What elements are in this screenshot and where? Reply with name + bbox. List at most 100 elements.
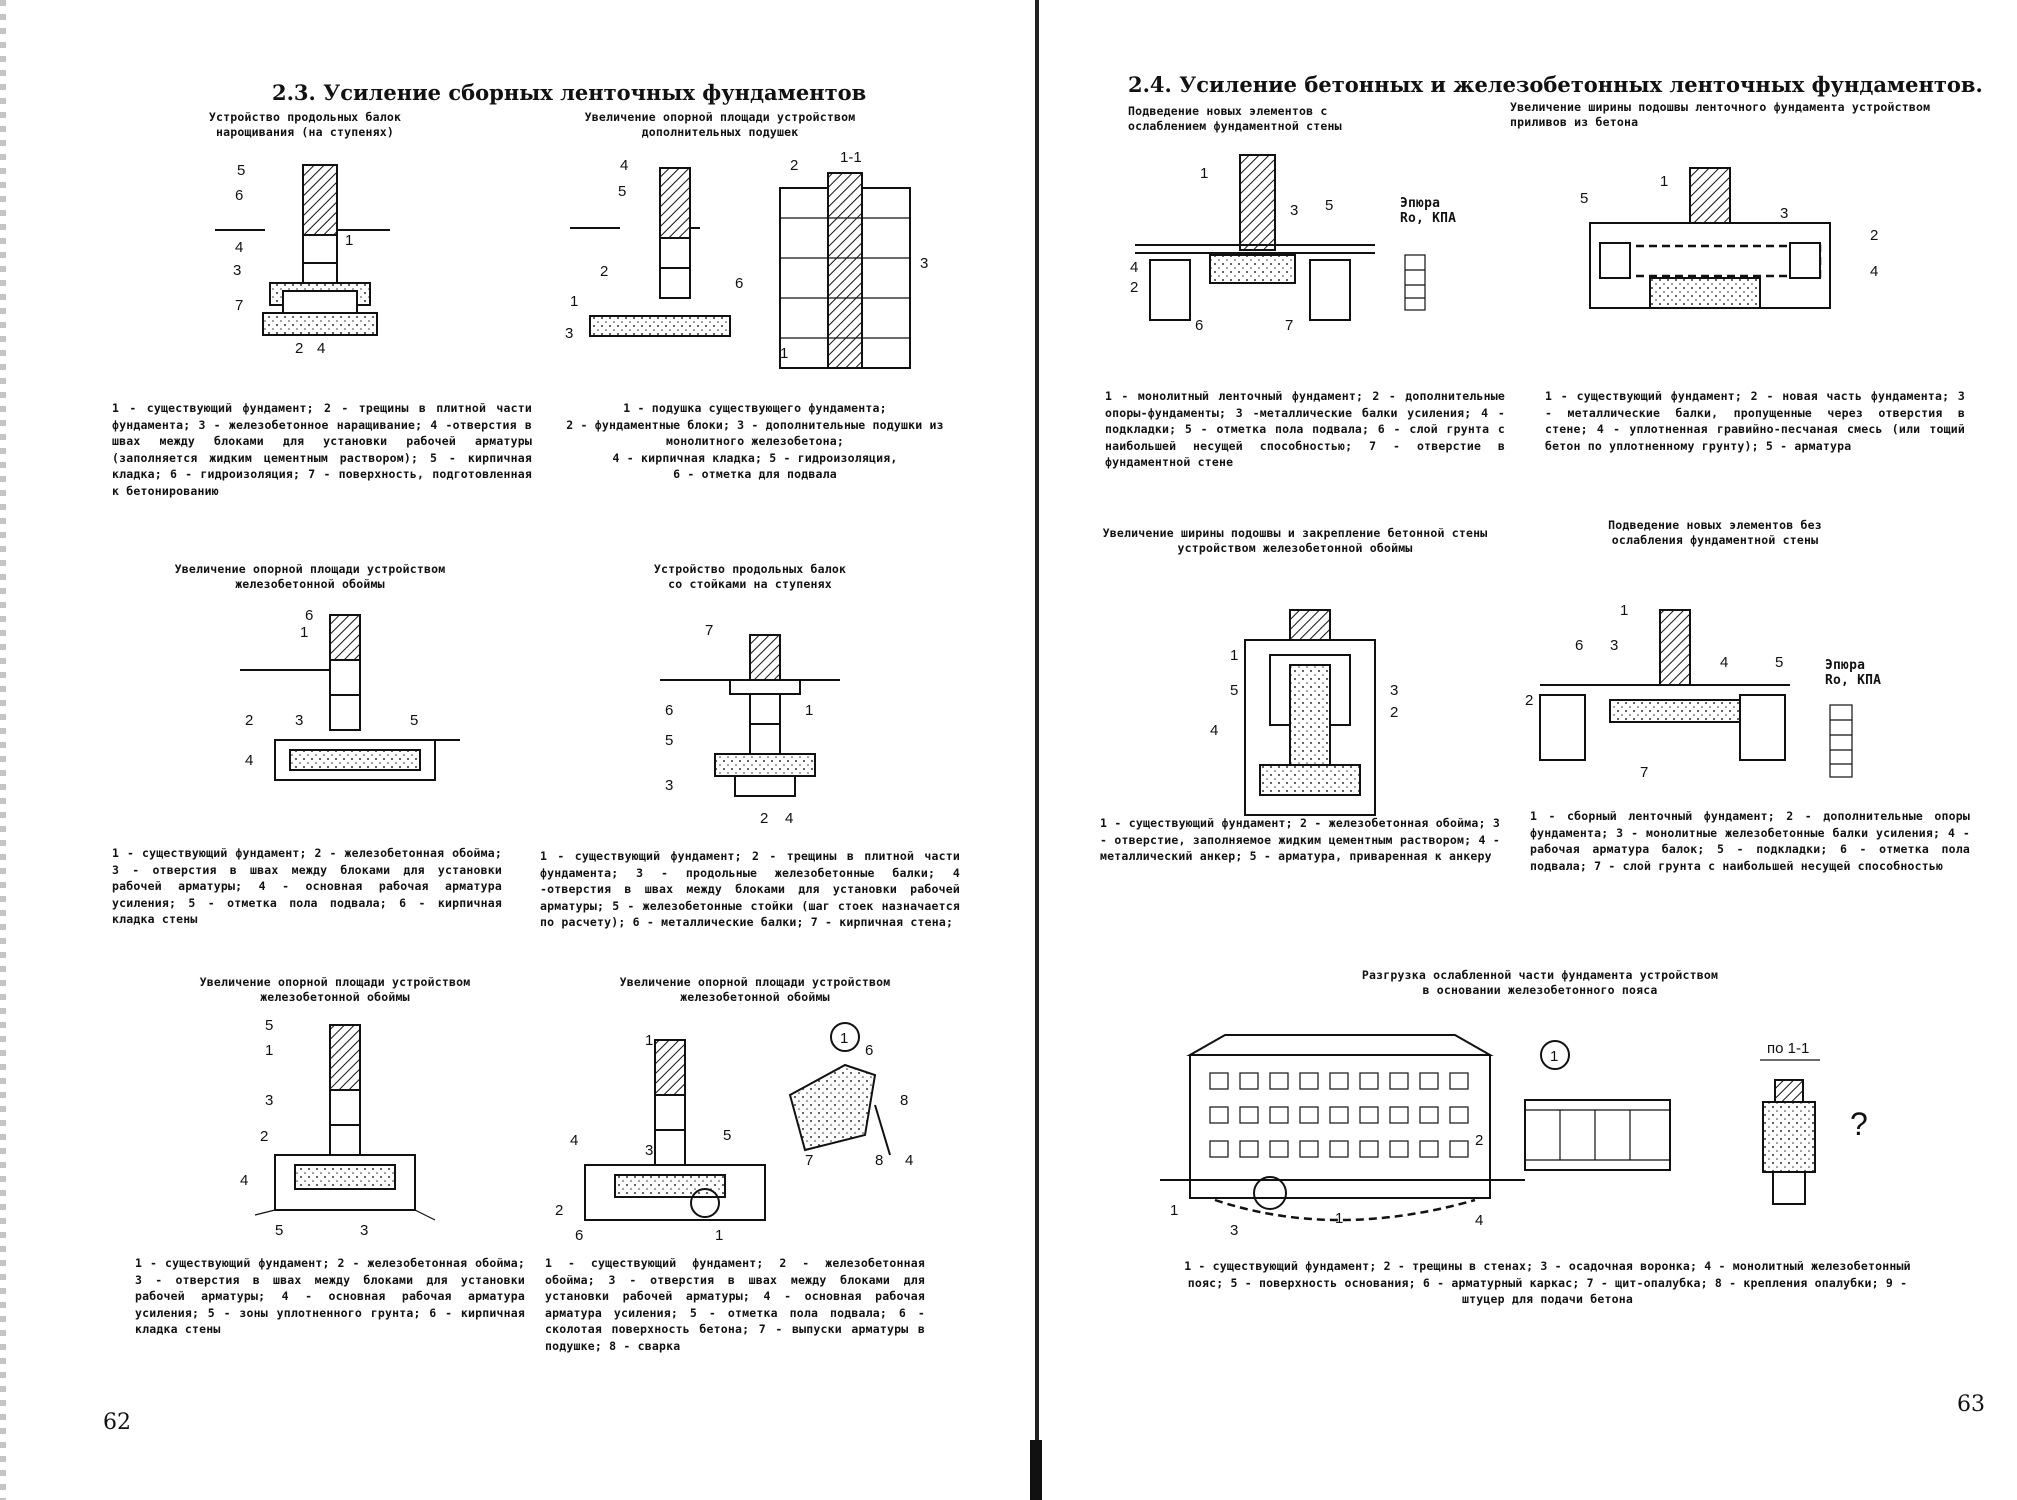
figure-caption: Увеличение ширины подошвы ленточного фун…: [1510, 100, 1931, 129]
svg-text:2: 2: [1475, 1132, 1483, 1149]
svg-text:3: 3: [295, 712, 303, 729]
svg-text:1: 1: [300, 624, 308, 641]
svg-text:6: 6: [865, 1042, 873, 1059]
figure-caption: Подведение новых элементов с ослаблением…: [1128, 104, 1342, 133]
callout-label: 1: [840, 1030, 848, 1047]
svg-text:5: 5: [1230, 682, 1238, 699]
svg-text:6: 6: [235, 187, 243, 204]
svg-text:2: 2: [1390, 704, 1398, 721]
page-edge-shadow: [0, 0, 6, 1500]
svg-text:5: 5: [1580, 190, 1588, 207]
svg-text:5: 5: [1325, 197, 1333, 214]
figure-legend: 1 - монолитный ленточный фундамент; 2 - …: [1105, 389, 1505, 469]
svg-text:4: 4: [620, 157, 628, 174]
section-label: по 1-1: [1767, 1040, 1809, 1057]
figure-legend: 1 - существующий фундамент; 2 - трещины …: [540, 849, 960, 929]
svg-text:6: 6: [305, 607, 313, 624]
svg-text:2: 2: [555, 1202, 563, 1219]
svg-text:2: 2: [1130, 279, 1138, 296]
svg-text:2: 2: [790, 157, 798, 174]
svg-text:2: 2: [760, 810, 768, 827]
figure-legend: 1 - существующий фундамент; 2 - железобе…: [135, 1256, 525, 1336]
svg-text:3: 3: [1390, 682, 1398, 699]
svg-text:2: 2: [1525, 692, 1533, 709]
svg-text:3: 3: [1780, 205, 1788, 222]
pressure-diagram: [1829, 704, 1853, 778]
svg-text:5: 5: [265, 1017, 273, 1034]
svg-text:5: 5: [723, 1127, 731, 1144]
svg-text:5: 5: [618, 183, 626, 200]
svg-text:6: 6: [735, 275, 743, 292]
svg-text:1: 1: [715, 1227, 723, 1244]
figure-caption: Увеличение ширины подошвы и закрепление …: [1102, 526, 1488, 555]
svg-text:4: 4: [905, 1152, 913, 1169]
svg-text:3: 3: [1290, 202, 1298, 219]
section-label: 1-1: [840, 149, 862, 166]
svg-text:7: 7: [805, 1152, 813, 1169]
svg-text:4: 4: [1130, 259, 1138, 276]
svg-text:1: 1: [780, 345, 788, 362]
foundation-diagram-concrete-extensions: 135 24: [1580, 167, 1878, 309]
figure-legend: 1 - существующий фундамент; 2 - трещины …: [112, 401, 532, 498]
callout-label: 1: [1550, 1048, 1558, 1065]
svg-text:6: 6: [575, 1227, 583, 1244]
figure-legend: 1 - подушка существующего фундамента; 2 …: [566, 401, 944, 481]
svg-text:1: 1: [570, 293, 578, 310]
book-gutter: [1035, 0, 1039, 1500]
question-mark: ?: [1850, 1106, 1868, 1142]
foundation-diagram-rc-jacket-anchor: 154 32: [1210, 609, 1398, 816]
svg-text:3: 3: [265, 1092, 273, 1109]
figure-caption: Устройство продольных балок нарощивания …: [208, 110, 402, 139]
svg-text:3: 3: [645, 1142, 653, 1159]
svg-text:1: 1: [805, 702, 813, 719]
svg-text:5: 5: [275, 1222, 283, 1239]
svg-text:8: 8: [875, 1152, 883, 1169]
svg-text:2: 2: [260, 1128, 268, 1145]
figure-caption: Разгрузка ослабленной части фундамента у…: [1361, 968, 1719, 997]
svg-text:4: 4: [317, 340, 325, 357]
svg-text:4: 4: [1720, 654, 1728, 671]
page-number-left: 62: [103, 1410, 131, 1435]
svg-text:1: 1: [1620, 602, 1628, 619]
svg-text:3: 3: [565, 325, 573, 342]
svg-text:7: 7: [705, 622, 713, 639]
svg-text:6: 6: [1575, 637, 1583, 654]
svg-text:8: 8: [900, 1092, 908, 1109]
figure-caption: Подведение новых элементов без ослаблени…: [1608, 518, 1822, 547]
svg-text:7: 7: [1285, 317, 1293, 334]
figure-legend: 1 - существующий фундамент; 2 - трещины …: [1184, 1259, 1911, 1306]
svg-text:4: 4: [1210, 722, 1218, 739]
svg-text:1: 1: [265, 1042, 273, 1059]
svg-text:5: 5: [665, 732, 673, 749]
svg-text:1: 1: [645, 1032, 653, 1049]
page-number-right: 63: [1957, 1392, 1985, 1417]
figure-legend: 1 - существующий фундамент; 2 - новая ча…: [1545, 389, 1965, 453]
figure-legend: 1 - существующий фундамент; 2 - железобе…: [1100, 816, 1500, 863]
svg-text:3: 3: [665, 777, 673, 794]
svg-text:4: 4: [240, 1172, 248, 1189]
figure-caption: Увеличение опорной площади устройством ж…: [199, 975, 471, 1004]
svg-text:1: 1: [1170, 1202, 1178, 1219]
svg-text:1: 1: [1335, 1210, 1343, 1227]
figure-caption: Устройство продольных балок со стойками …: [653, 562, 847, 591]
book-gutter-shadow: [1030, 1440, 1042, 1500]
figure-caption: Увеличение опорной площади устройством д…: [584, 110, 856, 139]
svg-text:2: 2: [600, 263, 608, 280]
foundation-diagram-extra-pads: 4 5 2 1 3 6 1-1 3 1 2: [565, 149, 928, 369]
svg-text:3: 3: [920, 255, 928, 272]
svg-text:3: 3: [1610, 637, 1618, 654]
section-title-right: 2.4. Усиление бетонных и железобетонных …: [1128, 72, 1983, 97]
figure-legend: 1 - существующий фундамент; 2 - железобе…: [545, 1256, 925, 1353]
svg-text:4: 4: [235, 239, 243, 256]
figure-legend: 1 - существующий фундамент; 2 - железобе…: [112, 846, 502, 926]
svg-text:5: 5: [237, 162, 245, 179]
pressure-diagram-label: Эпюра Ro, КПА: [1400, 196, 1457, 226]
svg-text:2: 2: [245, 712, 253, 729]
svg-text:4: 4: [1475, 1212, 1483, 1229]
svg-text:4: 4: [785, 810, 793, 827]
